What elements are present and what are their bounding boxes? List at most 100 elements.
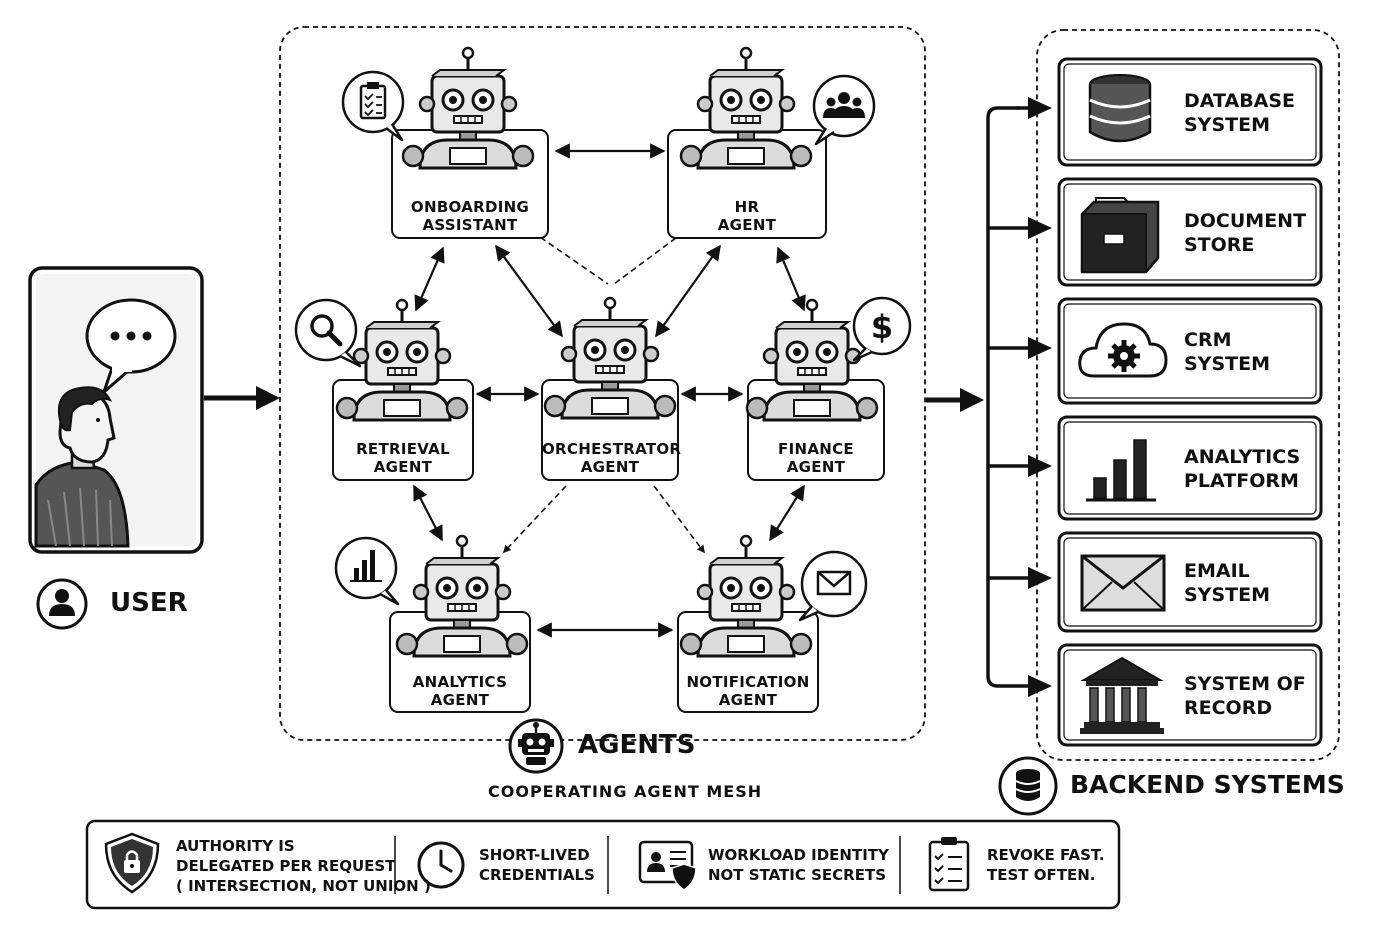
user-label: USER xyxy=(110,588,188,618)
user-icon xyxy=(36,578,88,630)
magnifier-icon xyxy=(294,298,362,368)
backend-boundary xyxy=(1036,29,1340,761)
backend-label-database: DATABASE SYSTEM xyxy=(1184,89,1295,137)
agent-label-line: ONBOARDING xyxy=(410,198,530,216)
backend-label-line: SYSTEM xyxy=(1184,353,1270,375)
footer-line: DELEGATED PER REQUEST xyxy=(176,857,396,875)
footer-line: NOT STATIC SECRETS xyxy=(708,866,887,884)
robot-icon xyxy=(401,46,535,170)
agent-label-line: FINANCE xyxy=(778,440,854,458)
footer-item-authority: AUTHORITY IS DELEGATED PER REQUEST ( INT… xyxy=(176,836,431,896)
agent-node-onboarding xyxy=(391,46,549,239)
agent-label-hr: HR AGENT xyxy=(668,198,826,234)
id-card-icon xyxy=(638,840,697,891)
agent-label-orchestrator: ORCHESTRATOR AGENT xyxy=(542,440,682,476)
footer-item-revoke: REVOKE FAST. TEST OFTEN. xyxy=(987,845,1105,885)
database-icon xyxy=(1088,74,1152,143)
svg-text:$: $ xyxy=(871,308,893,346)
backend-label-line: SYSTEM xyxy=(1184,584,1270,606)
agent-label-line: AGENT xyxy=(717,216,777,234)
file-drawer-icon xyxy=(1080,197,1160,274)
robot-icon xyxy=(679,534,813,658)
agent-label-line: ANALYTICS xyxy=(412,673,508,691)
agent-label-line: NOTIFICATION xyxy=(686,673,810,691)
agent-node-notification xyxy=(677,534,819,713)
envelope-icon xyxy=(798,550,868,622)
agent-label-line: HR xyxy=(734,198,760,216)
agent-label-notification: NOTIFICATION AGENT xyxy=(678,673,818,709)
footer-item-workload-identity: WORKLOAD IDENTITY NOT STATIC SECRETS xyxy=(708,845,889,885)
footer-line: AUTHORITY IS xyxy=(176,837,295,855)
dollar-icon: $ xyxy=(852,296,912,362)
backend-label-line: SYSTEM OF xyxy=(1184,673,1306,695)
agent-label-line: ORCHESTRATOR xyxy=(542,440,682,458)
speech-bubble-icon xyxy=(85,298,177,394)
email-envelope-icon xyxy=(1080,554,1166,612)
footer-item-credentials: SHORT-LIVED CREDENTIALS xyxy=(479,845,595,885)
robot-icon xyxy=(395,534,529,658)
agents-to-backend-arrow xyxy=(926,388,984,412)
principles-footer xyxy=(85,819,1121,910)
agent-label-line: RETRIEVAL xyxy=(356,440,450,458)
user-panel xyxy=(28,266,204,554)
footer-line: ( INTERSECTION, NOT UNION ) xyxy=(176,877,431,895)
backend-label-line: PLATFORM xyxy=(1184,470,1299,492)
backend-label-document-store: DOCUMENT STORE xyxy=(1184,209,1306,257)
agent-label-line: AGENT xyxy=(718,691,778,709)
agent-label-line: ASSISTANT xyxy=(422,216,518,234)
backend-label-line: EMAIL xyxy=(1184,560,1250,582)
backend-label-line: CRM xyxy=(1184,329,1232,351)
clipboard-icon xyxy=(341,70,405,142)
agents-subtitle: COOPERATING AGENT MESH xyxy=(488,782,763,801)
cloud-gear-icon xyxy=(1078,322,1168,378)
footer-line: SHORT-LIVED xyxy=(479,846,590,864)
agent-node-hr xyxy=(667,46,827,239)
agent-node-finance xyxy=(745,298,885,481)
agent-node-retrieval xyxy=(332,298,474,481)
checklist-icon xyxy=(928,837,970,892)
mesh-connections xyxy=(413,143,806,638)
backend-label-crm: CRM SYSTEM xyxy=(1184,328,1270,376)
backend-label-line: SYSTEM xyxy=(1184,114,1270,136)
agent-label-analytics: ANALYTICS AGENT xyxy=(390,673,530,709)
footer-line: REVOKE FAST. xyxy=(987,846,1105,864)
agent-label-retrieval: RETRIEVAL AGENT xyxy=(333,440,473,476)
robot-icon xyxy=(543,296,677,420)
footer-line: WORKLOAD IDENTITY xyxy=(708,846,889,864)
robot-icon xyxy=(679,46,813,170)
backend-distribution-bus xyxy=(986,97,1052,697)
agents-mesh-boundary xyxy=(279,26,926,741)
database-badge-icon xyxy=(998,756,1058,816)
agent-label-line: AGENT xyxy=(373,458,433,476)
agent-node-analytics xyxy=(389,534,531,713)
analytics-bar-chart-icon xyxy=(1086,439,1156,502)
bar-chart-icon xyxy=(334,536,400,606)
backend-title: BACKEND SYSTEMS xyxy=(1070,770,1345,799)
shield-lock-icon xyxy=(104,832,160,894)
robot-head-icon xyxy=(508,718,564,774)
clock-icon xyxy=(417,841,465,889)
agent-label-line: AGENT xyxy=(580,458,640,476)
user-to-agents-arrow xyxy=(204,386,280,410)
agent-label-line: AGENT xyxy=(786,458,846,476)
backend-label-email: EMAIL SYSTEM xyxy=(1184,559,1270,607)
backend-label-line: DOCUMENT xyxy=(1184,210,1307,232)
backend-label-line: DATABASE xyxy=(1184,90,1296,112)
backend-label-analytics: ANALYTICS PLATFORM xyxy=(1184,445,1300,493)
people-icon xyxy=(812,74,876,146)
building-columns-icon xyxy=(1080,656,1164,734)
backend-label-line: RECORD xyxy=(1184,697,1273,719)
backend-label-system-of-record: SYSTEM OF RECORD xyxy=(1184,672,1306,720)
agent-label-finance: FINANCE AGENT xyxy=(748,440,884,476)
robot-icon xyxy=(335,298,469,422)
agent-node-orchestrator xyxy=(541,296,679,481)
footer-line: CREDENTIALS xyxy=(479,866,595,884)
agent-label-onboarding: ONBOARDING ASSISTANT xyxy=(392,198,548,234)
agent-label-line: AGENT xyxy=(430,691,490,709)
agents-title: AGENTS xyxy=(578,730,696,760)
backend-label-line: STORE xyxy=(1184,234,1255,256)
footer-line: TEST OFTEN. xyxy=(987,866,1096,884)
backend-label-line: ANALYTICS xyxy=(1184,446,1301,468)
person-illustration xyxy=(34,386,130,548)
